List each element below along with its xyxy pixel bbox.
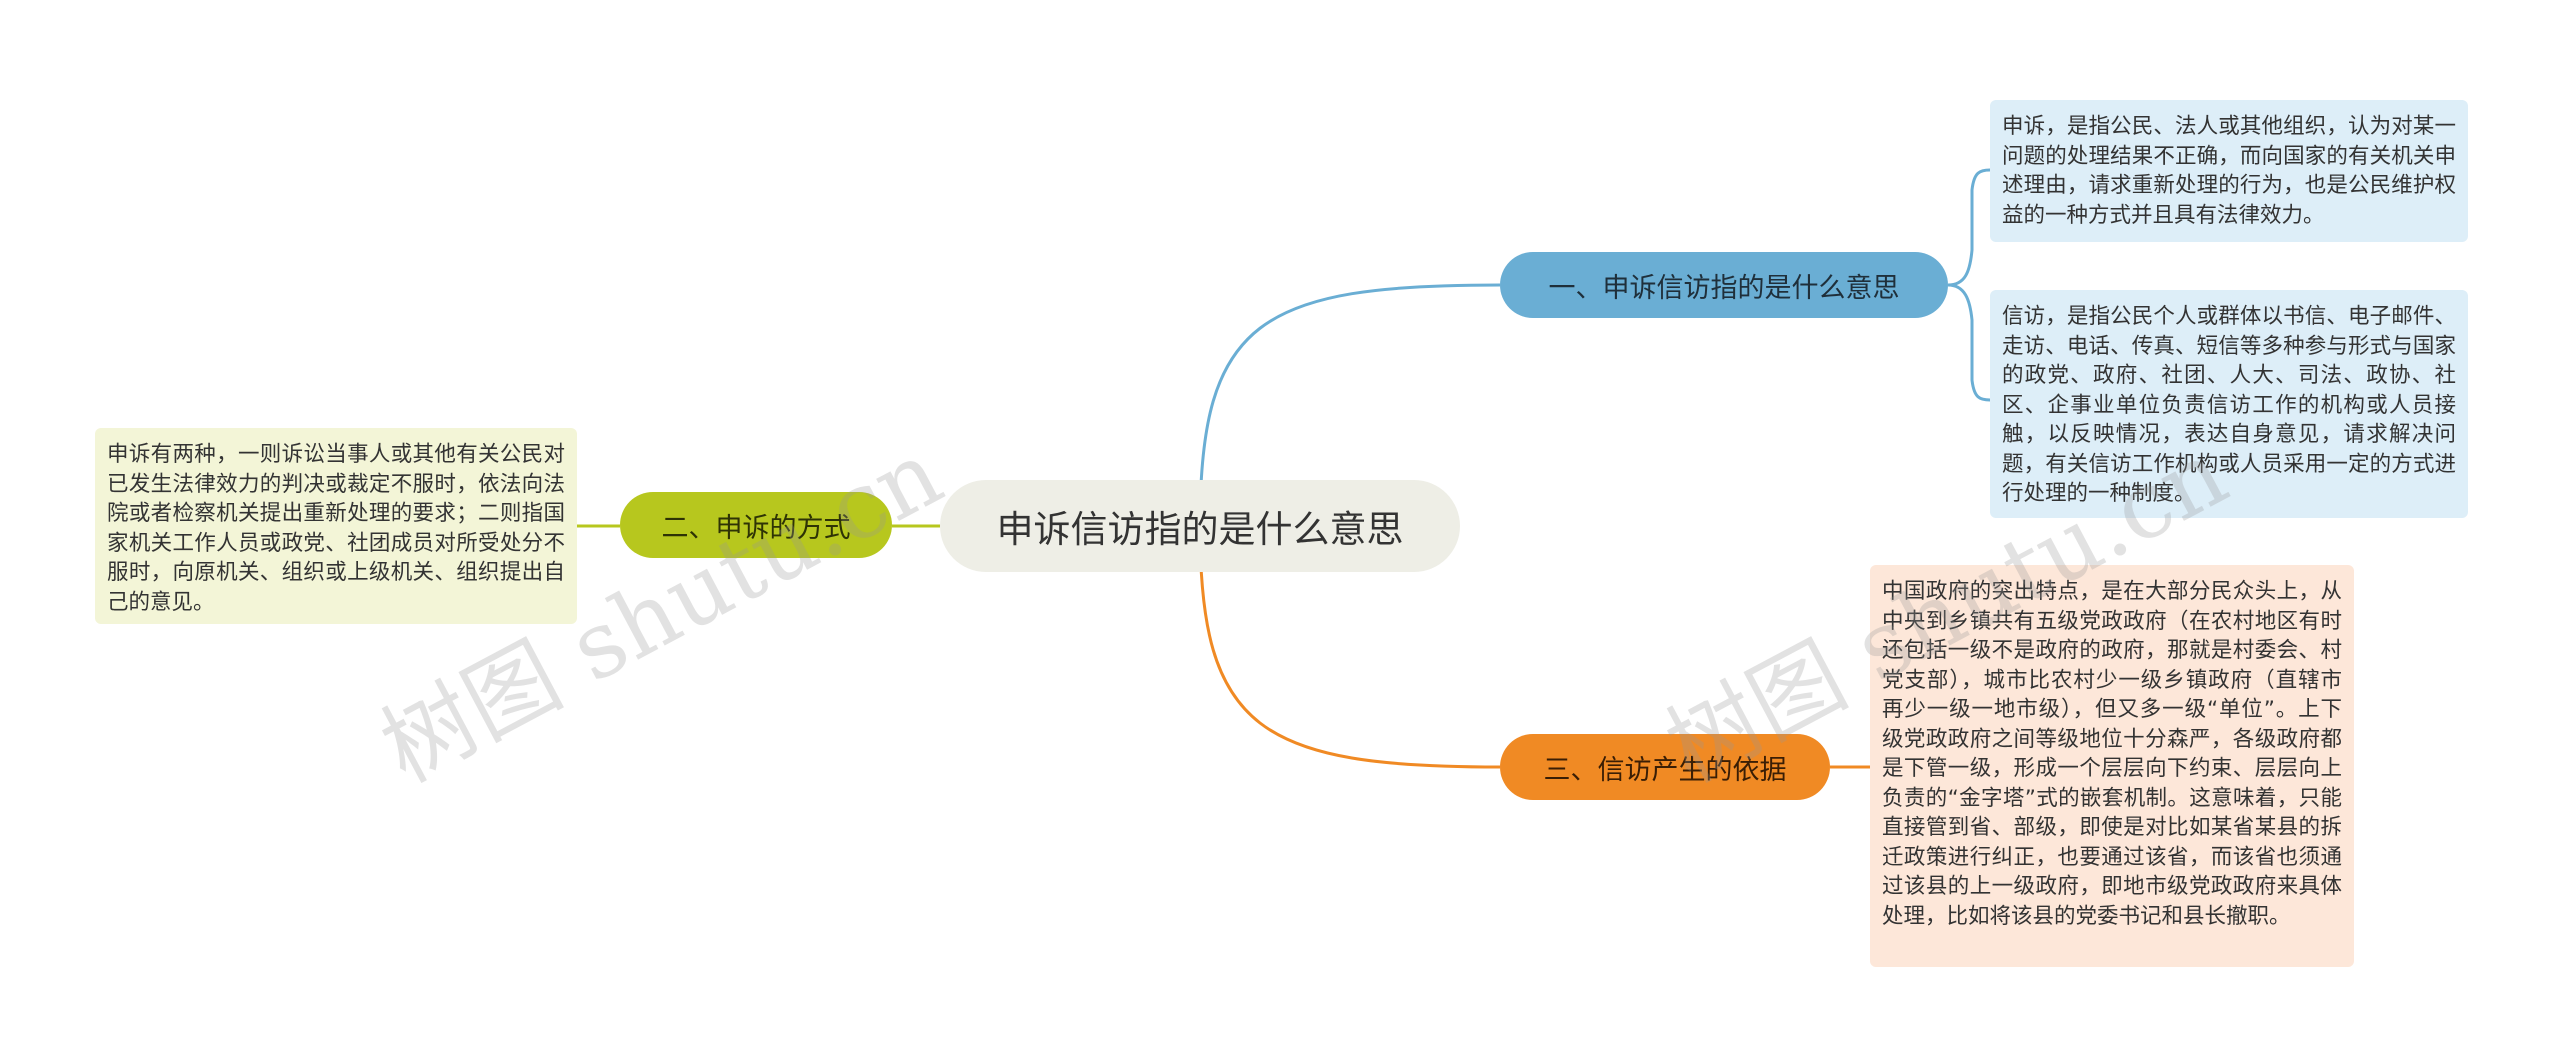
connector-branch1-leaf1 — [1947, 168, 1991, 287]
branch-meaning[interactable]: 一、申诉信访指的是什么意思 — [1500, 252, 1948, 318]
leaf-appeal-definition[interactable]: 申诉，是指公民、法人或其他组织，认为对某一问题的处理结果不正确，而向国家的有关机… — [1990, 100, 2468, 242]
connector-branch1-leaf2 — [1947, 283, 1991, 402]
connector-central-branch1 — [1198, 283, 1501, 527]
branch-petition-basis[interactable]: 三、信访产生的依据 — [1500, 734, 1830, 800]
leaf-petition-definition[interactable]: 信访，是指公民个人或群体以书信、电子邮件、走访、电话、传真、短信等多种参与形式与… — [1990, 290, 2468, 518]
connector-central-branch3 — [1198, 525, 1501, 769]
central-topic[interactable]: 申诉信访指的是什么意思 — [940, 480, 1460, 572]
leaf-government-structure[interactable]: 中国政府的突出特点，是在大部分民众头上，从中央到乡镇共有五级党政政府（在农村地区… — [1870, 565, 2354, 967]
leaf-appeal-types[interactable]: 申诉有两种，一则诉讼当事人或其他有关公民对已发生法律效力的判决或裁定不服时，依法… — [95, 428, 577, 624]
branch-appeal-methods[interactable]: 二、申诉的方式 — [620, 492, 892, 558]
